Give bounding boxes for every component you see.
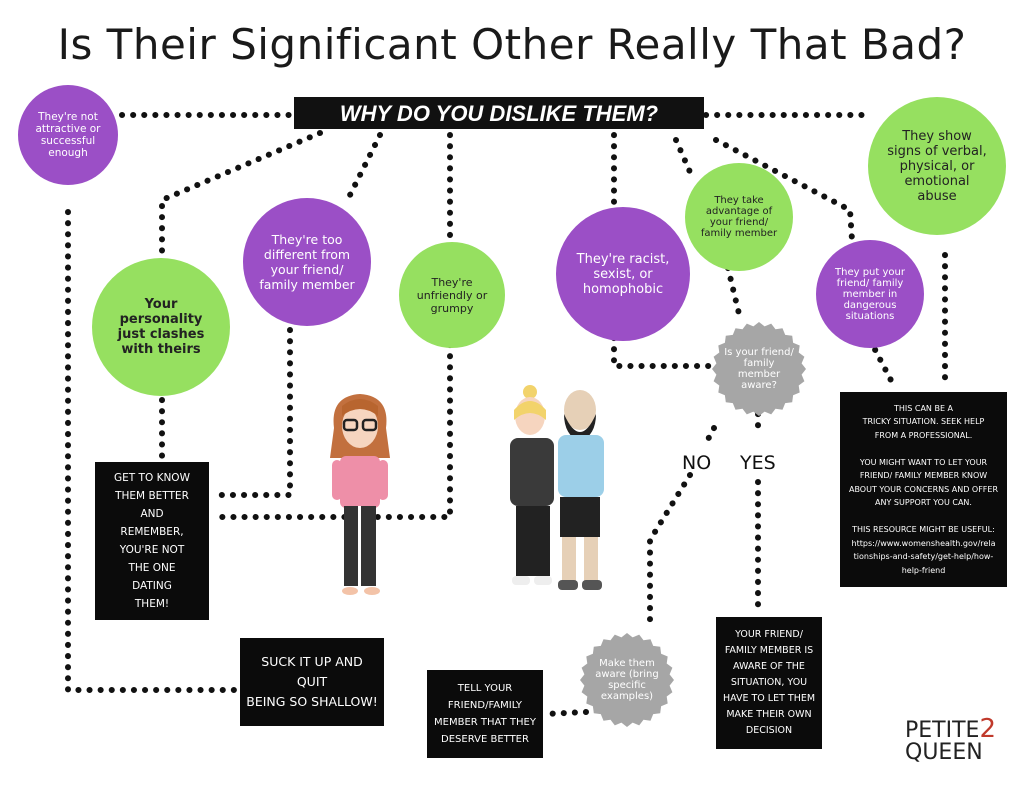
connector-no-make-aware [647,472,693,631]
connector-dangerous-box [867,337,898,391]
label-no: NO [682,452,712,474]
aware-question-badge [712,322,806,416]
connector-take-advantage [673,137,693,175]
node-personality: Your personality just clashes with their… [92,258,230,396]
connector-unfriendly-box [209,342,453,520]
woman-illustration [330,394,390,595]
node-abuse: They show signs of verbal, physical, or … [868,97,1006,235]
node-not-attractive: They're not attractive or successful eno… [18,85,118,185]
box-get-to-know: GET TO KNOW THEM BETTER AND REMEMBER, YO… [95,462,209,620]
node-unfriendly: They're unfriendly or grumpy [399,242,505,348]
node-dangerous: They put your friend/ family member in d… [816,240,924,348]
connector-aware-no [702,425,717,448]
connector-shallow-route [65,209,243,693]
node-racist: They're racist, sexist, or homophobic [556,207,690,341]
connector-too-different [347,132,383,198]
couple-illustration [510,385,604,590]
connector-personality [159,130,323,255]
node-take-advantage: They take advantage of your friend/ fami… [685,163,793,271]
question-banner: WHY DO YOU DISLIKE THEM? [294,97,704,129]
petite-2-queen-logo: PETITE2 QUEEN [905,714,996,765]
box-tell-friend: TELL YOUR FRIEND/FAMILY MEMBER THAT THEY… [427,670,543,758]
connector-different-box [209,327,293,498]
node-aware-question: Is your friend/ family member aware? [724,347,794,391]
box-suck-it-up: SUCK IT UP AND QUIT BEING SO SHALLOW! [240,638,384,726]
box-tricky-situation: THIS CAN BE A TRICKY SITUATION. SEEK HEL… [840,392,1007,587]
connector-racist-aware [611,335,713,369]
node-make-aware: Make them aware (bring specific examples… [595,658,659,702]
node-too-different: They're too different from your friend/ … [243,198,371,326]
make-aware-badge [580,633,674,727]
connector-advantage-aware [725,265,743,321]
label-yes: YES [740,452,776,474]
connector-make-aware-tell [542,709,589,717]
page-title: Is Their Significant Other Really That B… [57,20,967,69]
box-friend-aware: YOUR FRIEND/ FAMILY MEMBER IS AWARE OF T… [716,617,822,749]
